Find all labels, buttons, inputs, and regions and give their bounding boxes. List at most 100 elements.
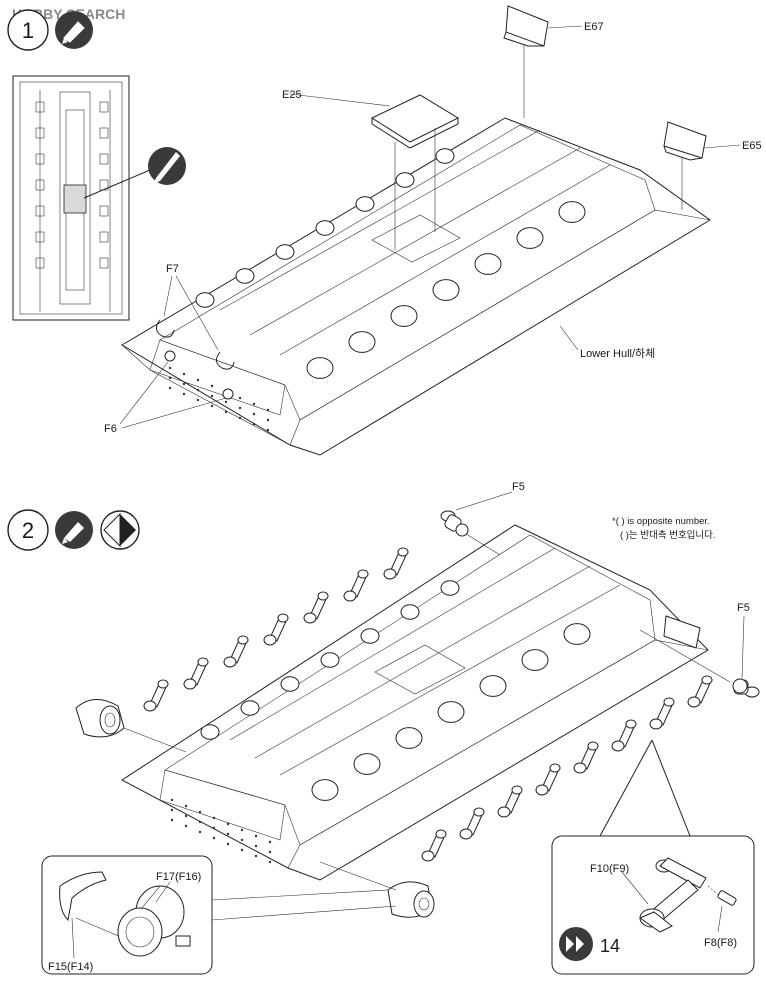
suspension-mount [435,148,455,164]
step-2-number: 2 [22,518,34,543]
suspension-arm-spindle [277,613,289,623]
rivet [168,366,172,370]
label-f8: F8(F8) [704,937,737,949]
suspension-mount [474,253,502,275]
rivet [184,824,188,828]
rivet [210,394,214,398]
note-opposite-ko: ( )는 반대측 번호입니다. [620,529,716,541]
rivet [196,378,200,382]
suspension-mount [516,227,544,249]
suspension-mount [320,652,340,668]
suspension-mount [360,628,380,644]
suspension-arm-hub [687,696,701,708]
suspension-mount [240,700,260,716]
suspension-arm-spindle [473,807,485,817]
suspension-arm-spindle [701,675,713,685]
rivet [212,826,216,830]
suspension-mount [306,357,334,379]
rivet [240,838,244,842]
rivet [254,834,258,838]
suspension-arms-front-row [421,675,713,862]
refer-step-icon [559,927,593,961]
suspension-mount [315,220,335,236]
suspension-arm-hub [497,806,511,818]
rivet [196,398,200,402]
suspension-mount [521,649,549,671]
suspension-mount [563,623,591,645]
callout-f7: F7 [163,263,219,351]
rivet [238,406,242,410]
suspension-arm-hub [611,740,625,752]
suspension-arm-hub [143,700,157,712]
label-f15: F15(F14) [48,961,93,973]
rivet [198,830,202,834]
suspension-arm-hub [573,762,587,774]
rivet [240,828,244,832]
label-f17: F17(F16) [156,871,201,883]
suspension-arm-spindle [157,679,169,689]
suspension-mount [280,676,300,692]
suspension-arm-hub [649,718,663,730]
suspension-arm-spindle [317,591,329,601]
knife-icon [83,147,186,199]
inset-suspension-arm-detail: F8(F8) F10(F9) 14 [551,739,755,975]
suspension-mount [200,724,220,740]
rivet [226,842,230,846]
suspension-arm-hub [183,678,197,690]
suspension-mount [355,196,375,212]
suspension-mount [479,675,507,697]
part-e25: E25 [282,89,460,250]
rivet [252,422,256,426]
label-f7: F7 [166,263,179,275]
left-right-icon [100,510,140,550]
suspension-mount [235,268,255,284]
suspension-arm-spindle [197,657,209,667]
suspension-arm-spindle [397,547,409,557]
hull-bottom-bolt [99,205,109,217]
step-2: 2 [7,509,140,551]
label-lower-hull: Lower Hull/하체 [580,346,655,360]
suspension-arm-hub [263,634,277,646]
suspension-mount [432,279,460,301]
rivet [266,408,270,412]
rivet [212,816,216,820]
suspension-arm-hub [421,850,435,862]
rivet [182,382,186,386]
suspension-arm-spindle [511,785,523,795]
rivet [168,386,172,390]
note-opposite-en: *( ) is opposite number. [612,516,710,527]
rivet [210,384,214,388]
rivet [184,814,188,818]
step-2-circle [7,509,49,551]
rivet [212,836,216,840]
suspension-arm-spindle [357,569,369,579]
part-e67: E67 [503,5,604,118]
callout-lower-hull: Lower Hull/하체 [559,325,655,360]
suspension-arm-hub [459,828,473,840]
suspension-arm-spindle [435,829,447,839]
suspension-mount [195,292,215,308]
suspension-arm-hub [535,784,549,796]
suspension-mount [395,172,415,188]
rivet [182,392,186,396]
label-f5-right: F5 [737,602,750,614]
rivet [254,854,258,858]
rivet [238,416,242,420]
hull-bottom-bolt [99,231,109,243]
rivet [170,818,174,822]
hull-bottom-bolt [99,257,109,269]
step-1-circle [7,9,49,51]
rivet [198,820,202,824]
rivet [196,388,200,392]
inset-sprocket-detail: F17(F16) F15(F14) [41,855,397,975]
rivet [268,840,272,844]
rivet [224,410,228,414]
hull-bottom-bolt [99,153,109,165]
rivet [168,376,172,380]
suspension-mount [558,201,586,223]
label-f6: F6 [104,423,117,435]
suspension-mount [348,331,376,353]
hull-bottom-bolt [99,127,109,139]
step-1-number: 1 [22,18,34,43]
